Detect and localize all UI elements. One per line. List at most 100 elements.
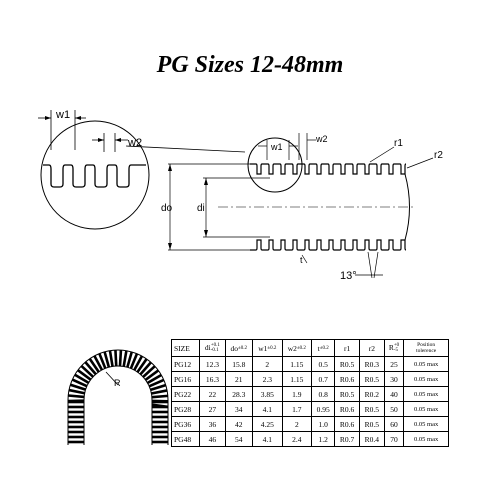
- tolerance-upper: ±0.2: [296, 346, 306, 352]
- column-header-label: w1: [258, 343, 268, 353]
- tolerance: +0.1-0.1: [211, 343, 220, 353]
- tube-rib: [77, 369, 92, 381]
- table-cell: 16.3: [199, 371, 226, 387]
- tolerance-upper: ±0.2: [319, 346, 329, 352]
- column-header-label: r2: [368, 343, 375, 353]
- column-header: r2: [358, 339, 385, 357]
- tube-rib: [144, 369, 160, 381]
- tube-rib: [103, 351, 111, 368]
- tube-rib: [146, 373, 162, 385]
- tube-rib: [150, 383, 167, 392]
- table-cell: 1.2: [311, 431, 336, 447]
- table-cell: R0.5: [334, 386, 360, 402]
- table-cell: 1.15: [281, 371, 313, 387]
- tube-rib: [84, 361, 97, 376]
- table-cell: R0.4: [358, 431, 385, 447]
- table-cell: PG22: [170, 386, 201, 402]
- detail-view: [38, 110, 246, 230]
- tube-rib: [118, 350, 123, 367]
- di-label: di: [197, 203, 205, 214]
- table-cell: 0.05 max: [403, 431, 449, 447]
- tube-rib: [122, 350, 128, 367]
- do-dimension: [168, 163, 250, 251]
- table-cell: R0.3: [358, 356, 385, 372]
- table-cell: PG48: [170, 431, 201, 447]
- table-cell: R0.5: [358, 416, 385, 432]
- table-cell: 4.1: [252, 401, 283, 417]
- table-cell: 0.05 max: [403, 416, 449, 432]
- column-header-label: R: [388, 342, 394, 352]
- angle-label: 13°: [340, 270, 357, 282]
- table-cell: 54: [224, 431, 254, 447]
- table-cell: 2.3: [252, 371, 283, 387]
- tube-side-view: [218, 163, 415, 251]
- tube-rib: [142, 365, 156, 378]
- tube-rib: [88, 358, 100, 373]
- tolerance: ±0.2: [297, 346, 306, 351]
- tube-rib: [151, 389, 168, 395]
- table-cell: 4.1: [252, 431, 283, 447]
- table-cell: 0.05 max: [403, 386, 449, 402]
- table-cell: 2: [252, 356, 283, 372]
- table-cell: 60: [383, 416, 405, 432]
- w1-detail-label: w1: [55, 109, 70, 121]
- tolerance-upper: ±0.2: [238, 346, 248, 352]
- tolerance: ±0.2: [238, 346, 247, 351]
- table-cell: 46: [199, 431, 226, 447]
- tube-bottom-profile: [250, 239, 407, 251]
- table-cell: 28.3: [224, 386, 254, 402]
- table-cell: 25: [383, 356, 405, 372]
- column-header-label: do: [230, 343, 239, 353]
- tube-rib: [93, 355, 104, 371]
- tube-w-dimensions: [258, 133, 316, 160]
- tube-rib: [136, 358, 148, 373]
- r2-label: r2: [434, 150, 443, 161]
- table-cell: 0.95: [311, 401, 336, 417]
- tube-rib: [139, 361, 152, 376]
- tube-rib: [69, 383, 87, 391]
- table-cell: 2: [281, 416, 313, 432]
- tolerance-upper: +0.1: [210, 343, 220, 349]
- bent-tube-view: R: [67, 349, 169, 445]
- table-cell: 0.5: [311, 356, 336, 372]
- column-header-label: di: [204, 342, 211, 352]
- tube-rib: [126, 351, 133, 368]
- table-cell: 0.05 max: [403, 371, 449, 387]
- table-cell: 1.7: [281, 401, 313, 417]
- tolerance-lower: -0.1: [210, 348, 219, 354]
- table-cell: 27: [199, 401, 226, 417]
- column-header-label: t: [317, 343, 320, 353]
- tube-rib: [74, 373, 90, 384]
- tolerance: +0-5: [394, 343, 399, 353]
- table-cell: PG12: [170, 356, 201, 372]
- column-header: SIZE: [170, 339, 201, 357]
- column-header: Position tolerence: [403, 339, 449, 357]
- table-cell: 15.8: [224, 356, 254, 372]
- column-header: r1: [334, 339, 360, 357]
- column-header-label: w2: [287, 343, 297, 353]
- tube-rib: [151, 394, 168, 399]
- tube-rib: [71, 378, 88, 388]
- detail-corrugation-profile: [43, 164, 146, 188]
- table-cell: R0.2: [358, 386, 385, 402]
- tube-rib: [129, 353, 139, 370]
- tolerance-upper: +0: [393, 343, 400, 349]
- table-cell: PG28: [170, 401, 201, 417]
- tolerance: ±0.2: [267, 346, 276, 351]
- table-cell: 1.0: [311, 416, 336, 432]
- tube-rib: [133, 355, 144, 371]
- column-header-label: r1: [343, 343, 351, 353]
- table-cell: 1.9: [281, 386, 313, 402]
- tolerance-upper: ±0.2: [267, 346, 277, 352]
- tube-rib: [114, 349, 118, 367]
- column-header: R+0-5: [383, 339, 405, 357]
- table-cell: 50: [383, 401, 405, 417]
- tube-rib: [148, 378, 165, 388]
- table-cell: R0.7: [334, 431, 360, 447]
- table-cell: 0.05 max: [403, 401, 449, 417]
